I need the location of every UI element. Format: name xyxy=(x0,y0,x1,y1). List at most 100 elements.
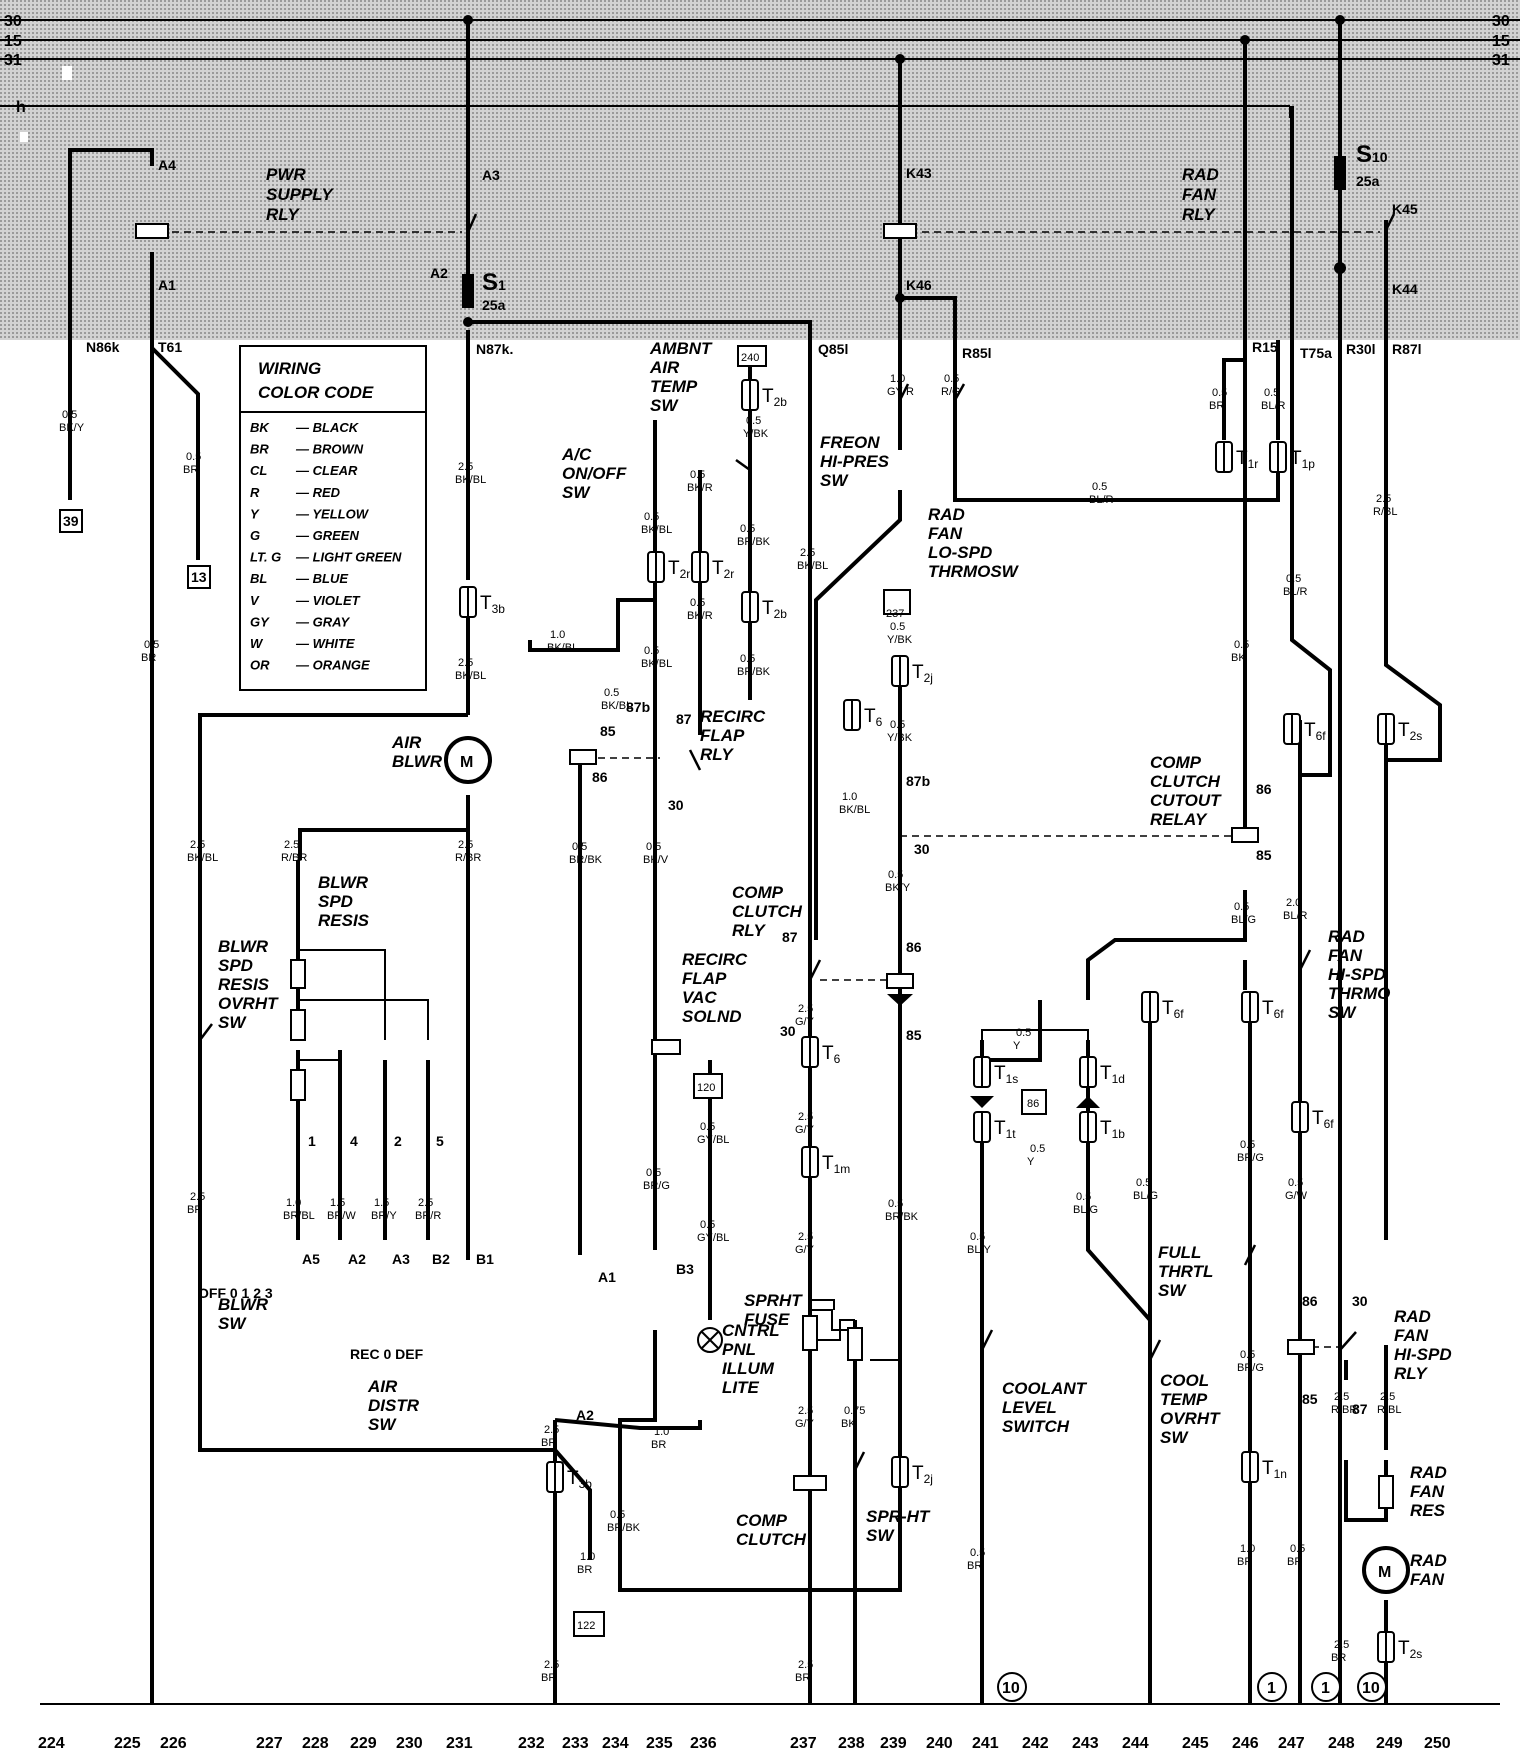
recirc-flap-vac-solnd-label-1: RECIRC xyxy=(682,950,748,969)
w-blwr-right-color: R/BR xyxy=(455,852,481,864)
coolant-level-switch-label-2: LEVEL xyxy=(1002,1398,1057,1417)
blwr-sw-pin-a1: A1 xyxy=(598,1269,616,1285)
w-lite-mid-color: GY/BL xyxy=(697,1232,729,1244)
grid-number-227: 227 xyxy=(256,1735,283,1752)
ref-box-240: 240 xyxy=(737,345,767,367)
svg-text:10: 10 xyxy=(1002,1680,1020,1697)
relay-pin-2: 87b xyxy=(626,699,650,715)
connector-t6f-16: T6f xyxy=(1291,1101,1334,1133)
comp-clutch-label-2: CLUTCH xyxy=(736,1530,807,1549)
legend-code-10: W xyxy=(250,636,264,651)
legend-color-4: — YELLOW xyxy=(295,506,370,521)
w-solnd-low-gauge: 0.5 xyxy=(646,1167,661,1179)
w-237-gauge: 0.5 xyxy=(890,621,905,633)
svg-text:237: 237 xyxy=(886,608,904,620)
rad-fan-lo-spd-thrmosw-label-2: FAN xyxy=(928,524,963,543)
freon-hi-pres-sw-label-1: FREON xyxy=(820,433,880,452)
svg-text:T2j: T2j xyxy=(912,662,933,685)
grid-number-234: 234 xyxy=(602,1735,629,1752)
rad-fan-hi-spd-relay-coil xyxy=(1287,1339,1315,1355)
rad-fan-lo-spd-thrmosw-label-1: RAD xyxy=(928,505,965,524)
w-225-color: BR xyxy=(141,652,156,664)
relay-pin-4: 30 xyxy=(668,797,684,813)
w-ambnt-brbk-gauge: 0.5 xyxy=(740,523,755,535)
w-t6-low-color: G/Y xyxy=(795,1124,815,1136)
relay-pin-10: 30 xyxy=(914,841,930,857)
connector-t3b-23: T3b xyxy=(546,1461,592,1493)
ac-on-off-sw-label-1: A/C xyxy=(561,445,592,464)
relay-pin-14: 85 xyxy=(1302,1391,1318,1407)
w-rly30b-gauge: 0.5 xyxy=(888,869,903,881)
w-233-low-gauge: 2.5 xyxy=(544,1659,559,1671)
legend-color-3: — RED xyxy=(295,485,341,500)
svg-text:T61: T61 xyxy=(158,339,182,355)
svg-text:T2b: T2b xyxy=(762,598,787,621)
w-lo-spd-color: BL/R xyxy=(1089,494,1114,506)
connector-t2b-0: T2b xyxy=(741,379,787,411)
relay-pin-13: 86 xyxy=(1302,1293,1318,1309)
blwr-spd-resis-ovrht-label-2: SPD xyxy=(218,956,253,975)
w-t75a-low-gauge: 0.5 xyxy=(1286,573,1301,585)
relay-pin-6: 30 xyxy=(780,1023,796,1039)
connector-t2j-9: T2j xyxy=(891,1456,933,1488)
cntrl-pnl-illum-lite-label-2: PNL xyxy=(722,1340,756,1359)
legend-color-2: — CLEAR xyxy=(295,463,358,478)
rad-fan-lo-spd-thrmosw-label-3: LO-SPD xyxy=(928,543,992,562)
w-rly30-color: BK/V xyxy=(643,854,669,866)
w-242-low-color: BR xyxy=(967,1560,982,1572)
w-t75a-gauge: 0.5 xyxy=(1264,387,1279,399)
w-ambnt-r-gauge: 0.5 xyxy=(690,469,705,481)
connector-t6f-17: T6f xyxy=(1283,713,1326,745)
w-t1r-bk-color: BK xyxy=(1231,652,1246,664)
legend-color-8: — VIOLET xyxy=(295,593,361,608)
svg-text:T1r: T1r xyxy=(1236,448,1258,471)
w-hispd-gauge: 2.0 xyxy=(1286,897,1301,909)
recirc-flap-rly-label-2: FLAP xyxy=(700,726,745,745)
w-t1r-bk-gauge: 0.5 xyxy=(1234,639,1249,651)
svg-text:T2s: T2s xyxy=(1398,720,1422,743)
grid-number-239: 239 xyxy=(880,1735,907,1752)
bus-31-label-right: 31 xyxy=(1492,52,1510,69)
svg-text:T75a: T75a xyxy=(1300,345,1332,361)
legend-code-9: GY xyxy=(250,614,270,629)
blwr-sw-pin-a5: A5 xyxy=(302,1251,320,1267)
cntrl-pnl-illum-lite-label-3: ILLUM xyxy=(722,1359,775,1378)
sprht-fuse-label-1: SPRHT xyxy=(744,1291,803,1310)
w-rly30b-color: BK/Y xyxy=(885,882,911,894)
grid-number-237: 237 xyxy=(790,1735,817,1752)
ref-box-120: 120 xyxy=(693,1073,723,1099)
grid-number-236: 236 xyxy=(690,1735,717,1752)
comp-clutch-cutout-relay-label-3: CUTOUT xyxy=(1150,791,1222,810)
w-245-gauge: 0.5 xyxy=(1136,1177,1151,1189)
svg-text:T6f: T6f xyxy=(1262,998,1284,1021)
wiring-color-legend: WIRING COLOR CODE xyxy=(239,345,427,691)
fuse-s10 xyxy=(1334,156,1346,190)
comp-clutch-cutout-relay-coil xyxy=(1231,827,1259,843)
w-234-gauge: 0.5 xyxy=(610,1509,625,1521)
air-distr-sw-label-1: AIR xyxy=(367,1377,398,1396)
cool-temp-ovrht-sw-label-3: OVRHT xyxy=(1160,1409,1221,1428)
ref-box-39: 39 xyxy=(59,509,83,533)
grid-number-224: 224 xyxy=(38,1735,65,1752)
speed-tap-1: 1 xyxy=(308,1133,316,1149)
w-r87l-color: R/BL xyxy=(1373,506,1397,518)
w-ac-sw-b-gauge: 0.5 xyxy=(644,645,659,657)
spr-ht-sw-label-2: SW xyxy=(866,1526,895,1545)
wire-labels: 0.5BK/Y0.5BR0.5BR2.5BK/BL2.5BK/BL1.0BK/B… xyxy=(59,373,1401,1684)
comp-clutch-rly-label-3: RLY xyxy=(732,921,766,940)
fuse-s1-rating: 25a xyxy=(482,297,506,313)
w-t75a-low-color: BL/R xyxy=(1283,586,1308,598)
w-cutout85-gauge: 0.5 xyxy=(1234,901,1249,913)
w-lite-mid-gauge: 0.5 xyxy=(700,1219,715,1231)
grid-number-246: 246 xyxy=(1232,1735,1259,1752)
legend-code-3: R xyxy=(250,485,260,500)
coolant-level-switch-label-1: COOLANT xyxy=(1002,1379,1088,1398)
recirc-flap-rly-label-1: RECIRC xyxy=(700,707,766,726)
svg-text:K46: K46 xyxy=(906,277,932,293)
rad-fan-hi-spd-thrmo-sw-label-3: HI-SPD xyxy=(1328,965,1386,984)
w-ambnt-r-color: BK/R xyxy=(687,482,713,494)
w-sp2-color: BR/Y xyxy=(371,1210,397,1222)
w-86-y-color: Y xyxy=(1027,1156,1035,1168)
w-237-color: Y/BK xyxy=(887,634,913,646)
svg-text:N87k.: N87k. xyxy=(476,341,513,357)
